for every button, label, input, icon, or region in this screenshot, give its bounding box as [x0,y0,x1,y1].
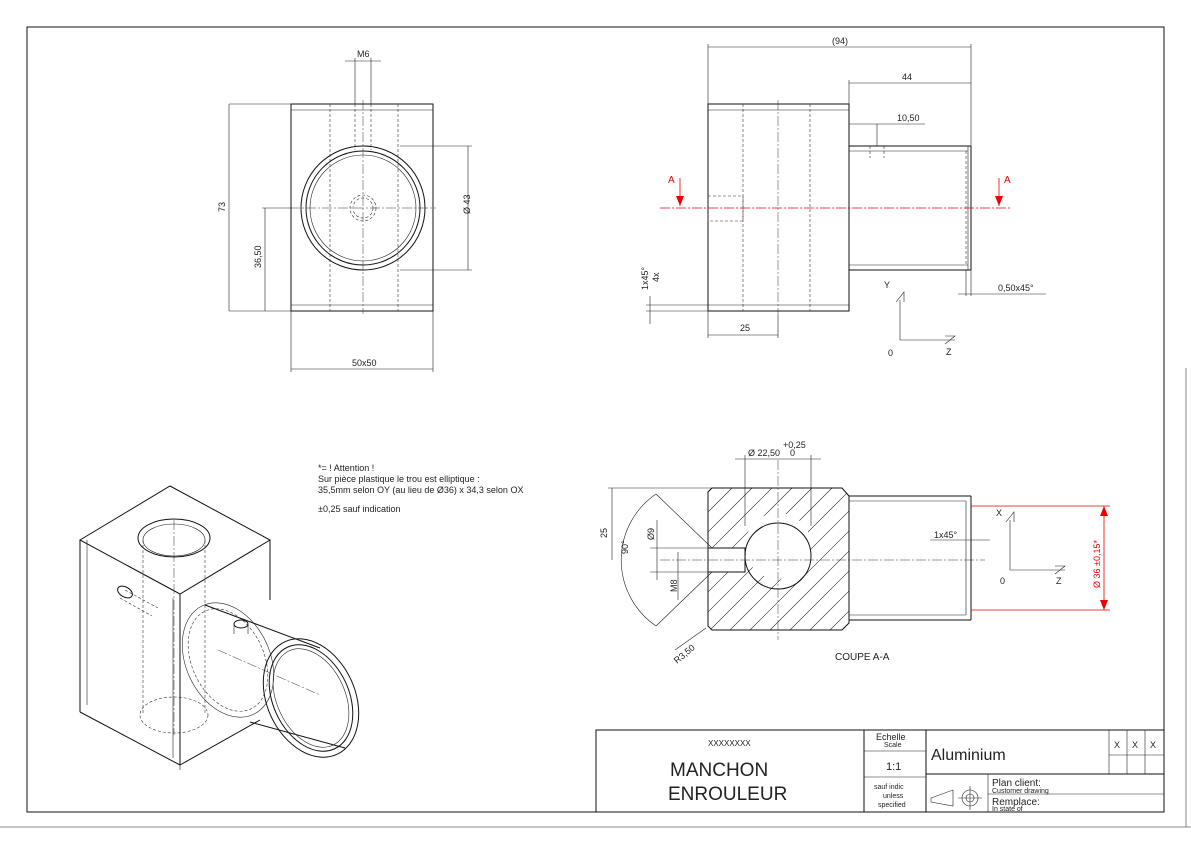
scale-note-2: unless [883,793,904,800]
section-view: Ø 22,50 +0,25 0 25 90° Ø9 M8 R3,50 1x45°… [599,440,1110,666]
scale-value: 1:1 [886,761,901,773]
note-line-4: ±0,25 sauf indication [318,504,401,514]
dim-050x45: 0,50x45° [998,283,1034,293]
dim-d43: Ø 43 [462,194,472,214]
note-line-1: *= ! Attention ! [318,463,374,473]
scale-label: Echelle [876,732,906,742]
dim-1x45-4x: 1x45° [640,266,650,290]
side-view: A A (94) 44 10,50 25 1x45° 4x 0,50x45° Y [640,36,1046,358]
dim-25: 25 [740,323,750,333]
dim-d36: Ø 36 ±0,15* [1092,540,1102,588]
x-mark-3: X [1150,740,1156,750]
section-caption: COUPE A-A [835,652,890,663]
dim-r3-50: R3,50 [672,642,697,665]
axis-x: X [996,508,1002,518]
note-line-2: Sur pièce plastique le trou est elliptiq… [318,474,480,484]
plan-client-en: Customer drawing [992,788,1049,795]
axis-y: Y [884,280,890,290]
axis-origin-section: 0 [1000,576,1005,586]
dim-94: (94) [832,36,848,46]
section-a-right: A [1004,175,1011,186]
scale-note-1: sauf indic [874,784,904,791]
dim-90: 90° [620,540,630,554]
isometric-view [78,485,360,770]
projection-cone-icon [930,789,954,807]
dim-4x: 4x [651,272,661,282]
notes: *= ! Attention ! Sur pièce plastique le … [318,463,523,514]
material: Aluminium [931,747,1006,764]
note-line-3: 35,5mm selon OY (au lieu de Ø36) x 34,3 … [318,485,523,495]
dim-m6: M6 [357,49,370,59]
title-block: XXXXXXXX MANCHON ENROULEUR Echelle Scale… [595,729,1165,813]
remplace-en: In state of [992,806,1023,813]
axis-z-section: Z [1056,576,1062,586]
section-a-left: A [668,175,675,186]
scale-label-en: Scale [884,742,902,749]
dim-tol-lower: 0 [790,448,795,458]
dim-44: 44 [902,72,912,82]
scale-note-3: specified [878,802,906,809]
dim-10-50: 10,50 [897,113,920,123]
dim-25-section: 25 [599,528,609,538]
dim-73: 73 [217,202,227,212]
title-ref: XXXXXXXX [708,739,751,748]
sheet-border [26,26,1165,813]
dim-1x45-section: 1x45° [934,530,958,540]
dim-d9: Ø9 [646,528,656,540]
dim-m8: M8 [669,579,679,592]
front-view: M6 73 36,50 Ø 43 50x50 [217,49,472,372]
axis-origin: 0 [888,348,893,358]
remplace: Remplace: [992,797,1040,808]
dim-tol-upper: +0,25 [783,440,806,450]
dim-d22-50: Ø 22,50 [748,448,780,458]
x-mark-2: X [1132,740,1138,750]
dim-36-50: 36,50 [253,245,263,268]
title-line-2: ENROULEUR [668,784,787,805]
x-mark-1: X [1114,740,1120,750]
title-line-1: MANCHON [670,760,768,781]
plan-client: Plan client: [992,778,1041,789]
axis-z: Z [946,347,952,357]
dim-50x50: 50x50 [352,358,377,368]
